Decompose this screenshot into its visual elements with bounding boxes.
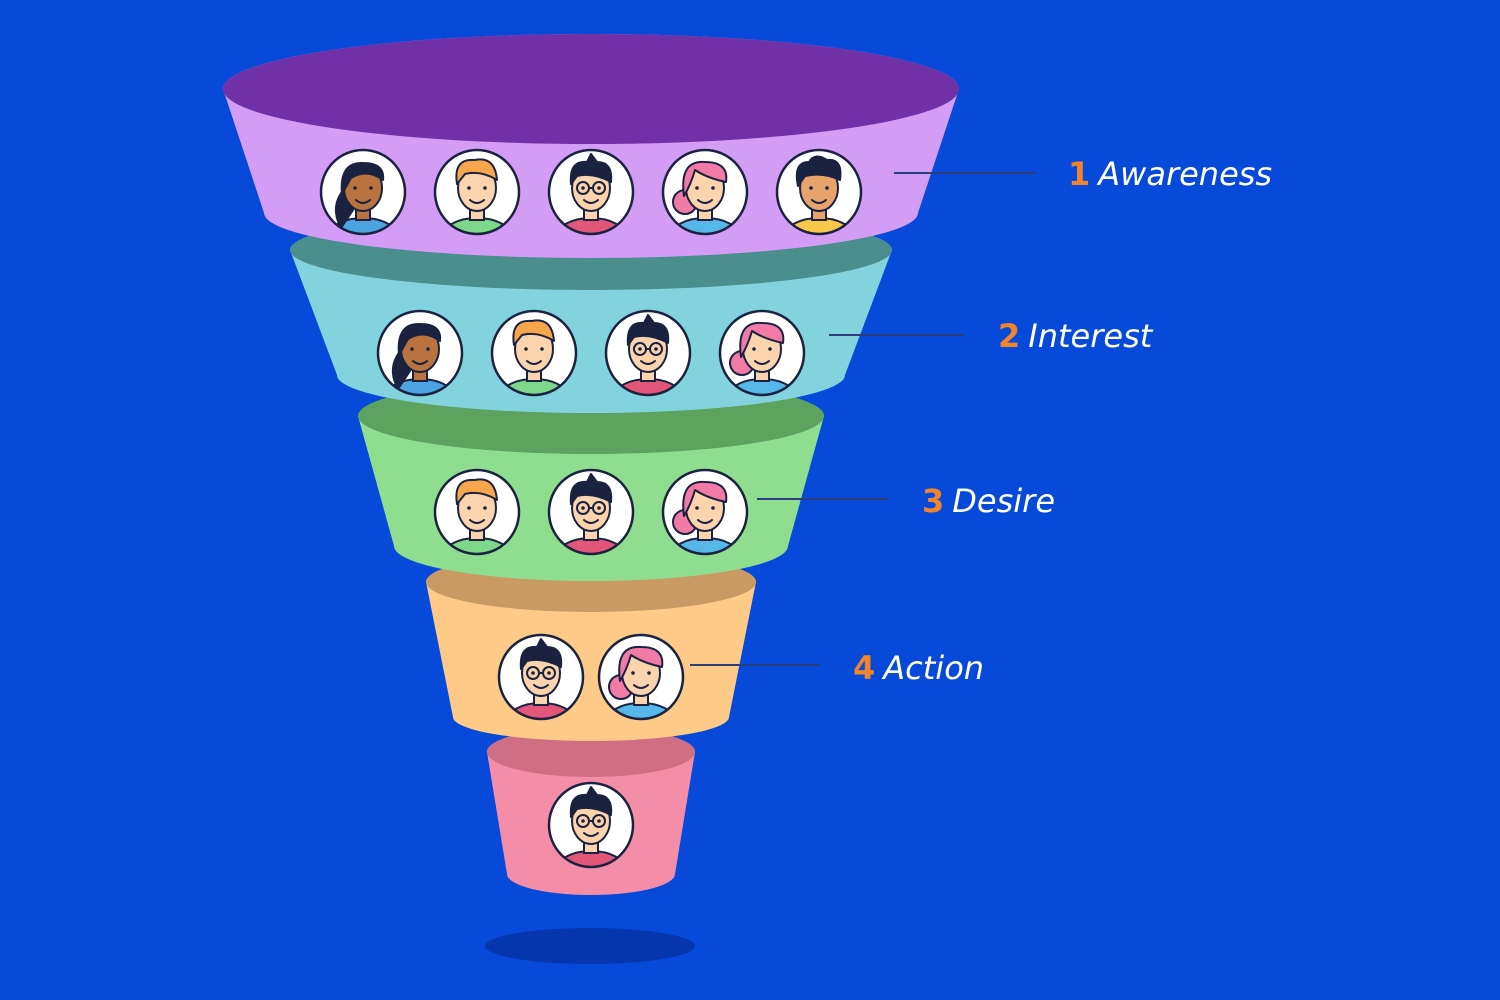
label-leader-lines: [690, 172, 1036, 666]
stage-number-interest: 2: [998, 317, 1021, 355]
blond-man-avatar: [433, 148, 521, 236]
stage-number-desire: 3: [922, 482, 945, 520]
blond-man-avatar: [490, 309, 578, 397]
funnel-tier-awareness: [223, 34, 959, 258]
man-glasses-avatar: [547, 781, 635, 869]
stage-name-awareness: Awareness: [1098, 155, 1273, 193]
funnel-tier-bottom: [487, 727, 695, 895]
man-glasses-avatar: [547, 468, 635, 556]
pink-hair-woman-avatar: [661, 148, 749, 236]
curly-hair-man-avatar: [775, 148, 863, 236]
stage-number-awareness: 1: [1068, 155, 1091, 193]
woman-ponytail-avatar: [319, 148, 407, 236]
funnel-tier-action: [426, 552, 756, 741]
man-glasses-avatar: [604, 309, 692, 397]
stage-number-action: 4: [853, 649, 876, 687]
stage-name-interest: Interest: [1028, 317, 1153, 355]
funnel-tiers: [223, 34, 959, 895]
pink-hair-woman-avatar: [597, 633, 685, 721]
man-glasses-avatar: [547, 148, 635, 236]
stage-name-action: Action: [883, 649, 985, 687]
stage-name-desire: Desire: [952, 482, 1055, 520]
pink-hair-woman-avatar: [718, 309, 806, 397]
man-glasses-avatar: [497, 633, 585, 721]
woman-ponytail-avatar: [376, 309, 464, 397]
funnel-tier-desire: [358, 378, 824, 581]
funnel-shadow: [485, 928, 695, 964]
blond-man-avatar: [433, 468, 521, 556]
tier-top-awareness: [223, 34, 959, 144]
tier-top-bottom: [487, 727, 695, 777]
pink-hair-woman-avatar: [661, 468, 749, 556]
